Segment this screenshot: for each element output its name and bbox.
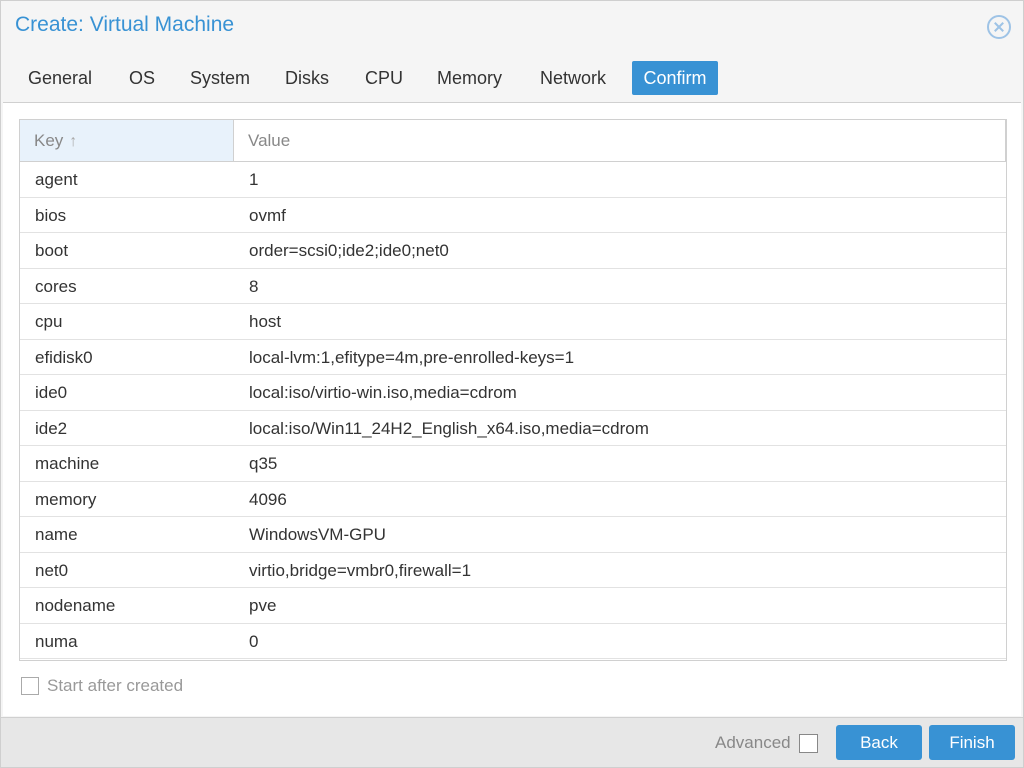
row-key: efidisk0 (35, 347, 93, 367)
row-value: order=scsi0;ide2;ide0;net0 (249, 241, 449, 260)
row-key: ide0 (35, 383, 68, 402)
table-row[interactable]: net0 virtio,bridge=vmbr0,firewall=1 (20, 553, 1006, 588)
row-value: 0 (249, 631, 259, 651)
row-value: pve (249, 596, 277, 615)
table-row[interactable]: boot order=scsi0;ide2;ide0;net0 (20, 233, 1006, 269)
tab-memory[interactable]: Memory (437, 68, 503, 88)
tab-os[interactable]: OS (129, 68, 156, 88)
table-row[interactable]: ide0 local:iso/virtio-win.iso,media=cdrom (20, 375, 1006, 411)
start-after-created-checkbox[interactable] (21, 677, 39, 695)
column-header-key-label: Key (34, 131, 64, 150)
column-header-value[interactable]: Value (234, 120, 1006, 161)
row-key: cpu (35, 312, 63, 331)
row-key: numa (35, 631, 78, 651)
row-value: q35 (249, 454, 278, 473)
row-value: local:iso/Win11_24H2_English_x64.iso,med… (249, 418, 649, 438)
summary-grid: Key ↑ Value agent 1 bios ovmf boot order=scs… (19, 119, 1007, 661)
confirm-panel: Key ↑ Value agent 1 bios ovmf boot order=scs… (3, 102, 1021, 716)
row-value: 4096 (249, 489, 287, 509)
table-row[interactable]: machine q35 (20, 446, 1006, 482)
tab-disks[interactable]: Disks (285, 68, 329, 88)
row-value: virtio,bridge=vmbr0,firewall=1 (249, 560, 472, 580)
advanced-label: Advanced (715, 733, 791, 752)
tab-system[interactable]: System (190, 68, 251, 88)
row-key: nodename (35, 596, 116, 615)
back-button[interactable]: Back (836, 725, 922, 760)
grid-header: Key ↑ Value (20, 120, 1006, 162)
row-value: 1 (249, 170, 259, 189)
row-value: host (249, 312, 282, 331)
tab-general[interactable]: General (28, 68, 93, 88)
row-key: boot (35, 241, 69, 260)
row-key: cores (35, 276, 77, 296)
table-row[interactable]: bios ovmf (20, 198, 1006, 233)
row-value: local-lvm:1,efitype=4m,pre-enrolled-keys… (249, 347, 575, 367)
arrow-up-icon: ↑ (69, 133, 78, 150)
table-row[interactable]: cpu host (20, 304, 1006, 340)
start-after-created-option[interactable]: Start after created (21, 675, 183, 697)
row-key: agent (35, 170, 78, 189)
tab-cpu[interactable]: CPU (365, 68, 404, 88)
table-row[interactable]: memory 4096 (20, 482, 1006, 517)
row-key: memory (35, 489, 97, 509)
row-key: bios (35, 205, 67, 225)
title-bar: Create: Virtual Machine (1, 1, 1023, 53)
table-row[interactable]: ide2 local:iso/Win11_24H2_English_x64.iso… (20, 411, 1006, 446)
table-row[interactable]: nodename pve (20, 588, 1006, 624)
wizard-tabs: General OS System Disks CPU Memory Netwo… (1, 59, 1023, 97)
finish-button[interactable]: Finish (929, 725, 1015, 760)
table-row[interactable]: efidisk0 local-lvm:1,efitype=4m,pre-enrol… (20, 340, 1006, 375)
table-row[interactable]: name WindowsVM-GPU (20, 517, 1006, 553)
start-after-created-label: Start after created (47, 676, 184, 695)
table-row[interactable]: numa 0 (20, 624, 1006, 659)
advanced-option[interactable]: Advanced (715, 732, 818, 754)
dialog-title: Create: Virtual Machine (15, 13, 235, 36)
grid-rows: agent 1 bios ovmf boot order=scsi0;ide2;ide… (20, 162, 1006, 659)
tab-confirm[interactable]: Confirm (632, 61, 718, 95)
row-key: ide2 (35, 418, 68, 438)
row-value: local:iso/virtio-win.iso,media=cdrom (249, 383, 517, 402)
row-key: net0 (35, 560, 69, 580)
row-value: ovmf (249, 205, 286, 225)
tab-network[interactable]: Network (540, 68, 607, 88)
table-row[interactable]: cores 8 (20, 269, 1006, 304)
row-value: WindowsVM-GPU (249, 525, 386, 544)
advanced-checkbox[interactable] (798, 733, 818, 753)
dialog-footer: Advanced Back Finish (1, 717, 1023, 767)
row-key: name (35, 525, 78, 544)
row-key: machine (35, 454, 100, 473)
column-header-key[interactable]: Key ↑ (20, 120, 234, 161)
table-row[interactable]: agent 1 (20, 162, 1006, 198)
row-value: 8 (249, 276, 259, 296)
close-icon[interactable] (987, 15, 1011, 39)
